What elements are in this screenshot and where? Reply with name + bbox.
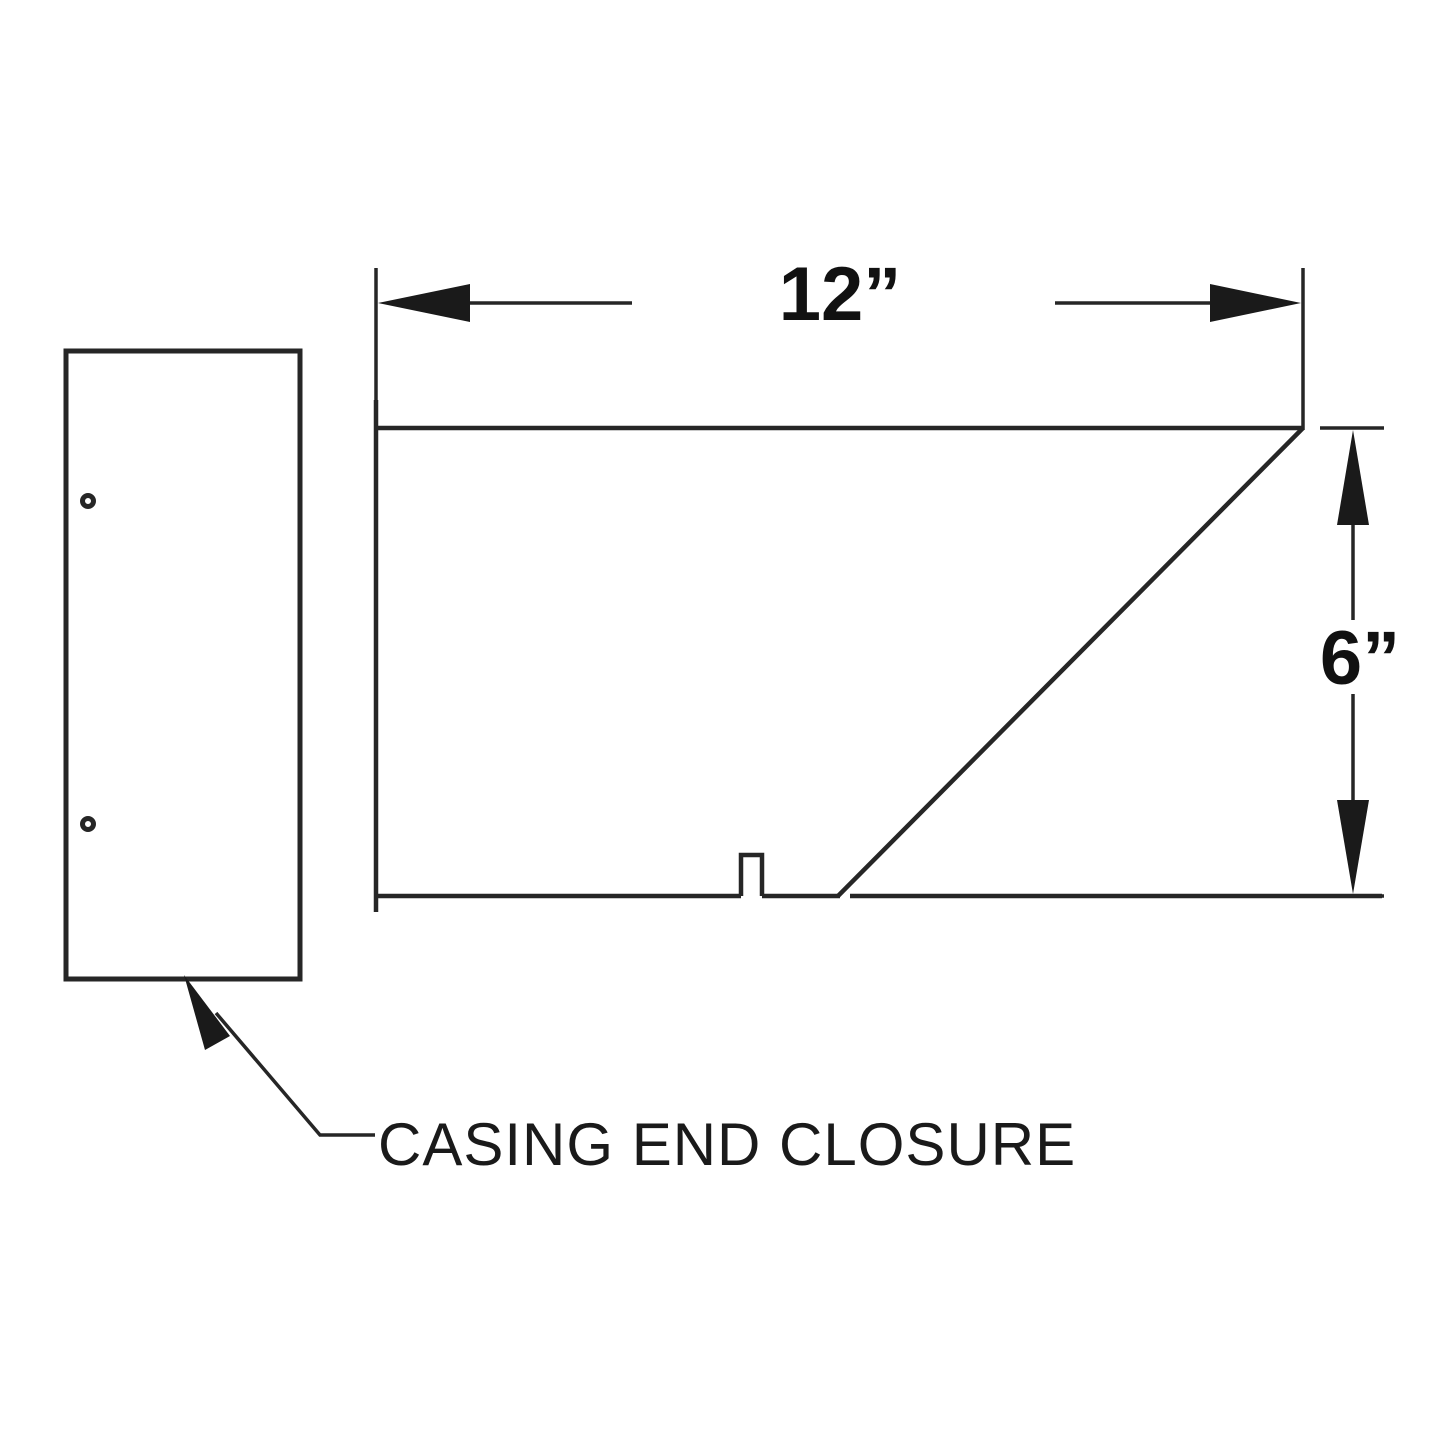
callout-leader-line (214, 1011, 375, 1137)
casing-body-group (373, 400, 1382, 912)
casing-end-closure-label: CASING END CLOSURE (378, 1111, 1076, 1178)
body-diagonal-taper (836, 426, 1305, 898)
callout-leader-arrowhead (184, 975, 230, 1050)
end-plate-hole-upper (80, 493, 96, 509)
end-plate-outline (63, 348, 303, 982)
height-dimension-value: 6” (1320, 616, 1400, 701)
width-arrowhead-right (1210, 284, 1301, 322)
end-plate-hole-lower (80, 816, 96, 832)
end-plate-group (63, 348, 303, 982)
height-arrowhead-top (1337, 430, 1369, 525)
height-dimension-group: 6” (1290, 426, 1400, 898)
height-arrowhead-bottom (1337, 800, 1369, 894)
width-arrowhead-left (378, 284, 470, 322)
casing-end-closure-callout-group: CASING END CLOSURE (184, 975, 1076, 1178)
width-dimension-value: 12” (779, 252, 902, 337)
body-upstand-tab (738, 852, 765, 896)
width-dimension-group: 12” (374, 252, 1305, 430)
